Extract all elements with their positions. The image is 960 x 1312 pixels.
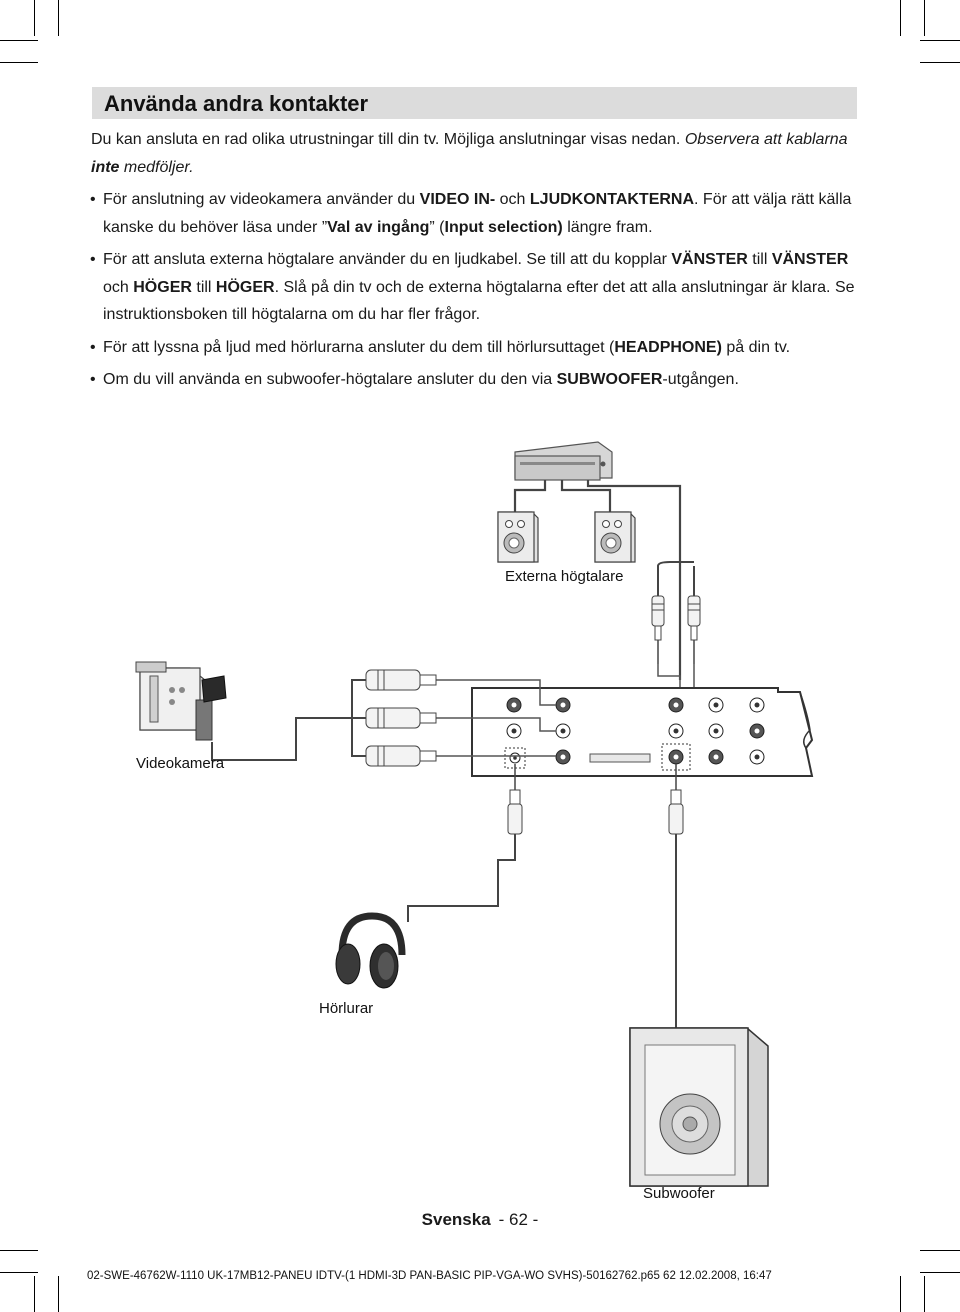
crop-mark (920, 1272, 960, 1273)
crop-mark (900, 0, 901, 36)
bullet-text: För att lyssna på ljud med hörlurarna an… (103, 338, 615, 356)
bullet-text: till (191, 278, 216, 296)
bullet-bold: HEADPHONE) (614, 338, 722, 356)
crop-mark (900, 1276, 901, 1312)
section-header: Använda andra kontakter (92, 87, 857, 119)
bullet-headphones: För att lyssna på ljud med hörlurarna an… (88, 334, 863, 362)
crop-mark (34, 0, 35, 36)
crop-mark (58, 1276, 59, 1312)
crop-mark (924, 0, 925, 36)
rca-plug-icon (651, 595, 665, 664)
bullet-text: längre fram. (562, 218, 653, 236)
label-camcorder: Videokamera (136, 755, 225, 772)
bullet-text: För att ansluta externa högtalare använd… (103, 251, 672, 268)
amplifier-icon (514, 441, 613, 481)
rca-plug-icon (687, 595, 701, 664)
crop-mark (920, 62, 960, 63)
footer-language: Svenska (421, 1210, 491, 1229)
bullet-bold: Input selection) (444, 218, 563, 236)
crop-mark (34, 1276, 35, 1312)
bullet-text: och (495, 191, 530, 208)
bullet-bold: Val av ingång (327, 218, 430, 236)
crop-mark (924, 1276, 925, 1312)
rca-plug-icon (365, 669, 437, 691)
rca-plug-icon (668, 764, 684, 835)
page-footer: Svenska - 62 - (0, 1210, 960, 1230)
bullet-text: För anslutning av videokamera använder d… (103, 191, 420, 208)
bullet-subwoofer: Om du vill använda en subwoofer-högtalar… (88, 366, 863, 394)
crop-mark (920, 1250, 960, 1251)
bullet-bold: VÄNSTER (771, 251, 849, 268)
bullet-bold: VIDEO IN- (419, 191, 496, 208)
camcorder-icon (135, 661, 227, 741)
crop-mark (58, 0, 59, 36)
bullet-text: . Slå på din tv och de externa högtalarn… (103, 278, 855, 324)
crop-mark (920, 40, 960, 41)
label-speakers: Externa högtalare (505, 568, 624, 585)
bullet-bold: SUBWOOFER (556, 371, 663, 388)
bullet-list: För anslutning av videokamera använder d… (88, 186, 863, 399)
print-info: 02-SWE-46762W-1110 UK-17MB12-PANEU IDTV-… (87, 1270, 772, 1282)
bullet-bold: HÖGER (215, 278, 275, 296)
crop-mark (0, 62, 38, 63)
subwoofer-icon (629, 1027, 769, 1187)
crop-mark (0, 40, 38, 41)
rca-plug-icon (507, 764, 523, 835)
headphones-icon (335, 912, 406, 989)
crop-mark (0, 1250, 38, 1251)
intro-observe: Observera att kablarna (684, 131, 848, 148)
crop-mark (0, 1272, 38, 1273)
bullet-text: och (103, 278, 134, 296)
intro-observe-end: medföljer. (123, 158, 194, 176)
label-subwoofer: Subwoofer (643, 1185, 715, 1202)
tv-back-panel-icon (471, 687, 814, 777)
bullet-text: till (747, 251, 772, 268)
intro-observe-bold: inte (91, 158, 120, 176)
bullet-bold: VÄNSTER (671, 251, 748, 268)
bullet-speakers: För att ansluta externa högtalare använd… (88, 246, 863, 329)
speaker-right-icon (594, 511, 636, 563)
bullet-text: -utgången. (662, 371, 739, 388)
rca-plug-icon (365, 707, 437, 729)
speaker-left-icon (497, 511, 539, 563)
bullet-text: ” ( (429, 218, 445, 236)
bullet-text: . För att välja rätt källa kanske du beh… (103, 191, 852, 236)
page-number: - 62 - (498, 1210, 539, 1229)
bullet-camcorder: För anslutning av videokamera använder d… (88, 186, 863, 241)
intro-text: Du kan ansluta en rad olika utrustningar… (91, 131, 681, 148)
section-title: Använda andra kontakter (104, 91, 369, 116)
intro-paragraph: Du kan ansluta en rad olika utrustningar… (91, 126, 861, 181)
bullet-text: Om du vill använda en subwoofer-högtalar… (103, 371, 557, 388)
bullet-bold: HÖGER (133, 278, 192, 296)
rca-plug-icon (365, 745, 437, 767)
label-headphones: Hörlurar (319, 1000, 374, 1017)
bullet-text: på din tv. (721, 338, 791, 356)
bullet-bold: LJUDKONTAKTERNA (529, 191, 695, 208)
